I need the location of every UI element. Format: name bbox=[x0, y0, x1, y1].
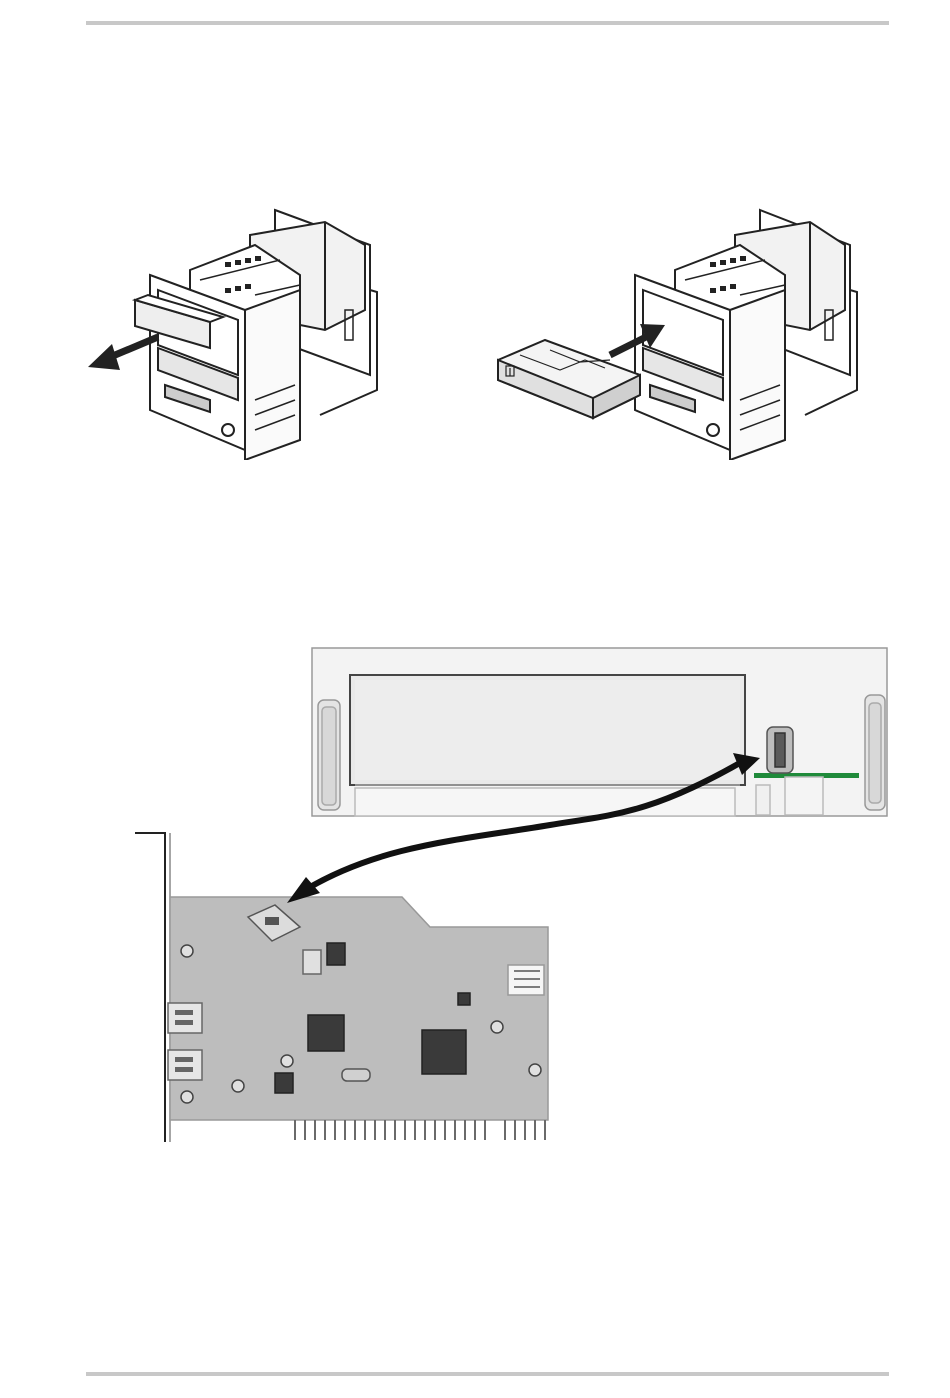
cable-connection-figure bbox=[130, 645, 890, 1150]
frame-insertion-figure bbox=[490, 200, 870, 460]
bay-cover-removal-figure bbox=[80, 200, 390, 460]
footer-rule bbox=[86, 1372, 889, 1376]
header-rule bbox=[86, 21, 889, 25]
